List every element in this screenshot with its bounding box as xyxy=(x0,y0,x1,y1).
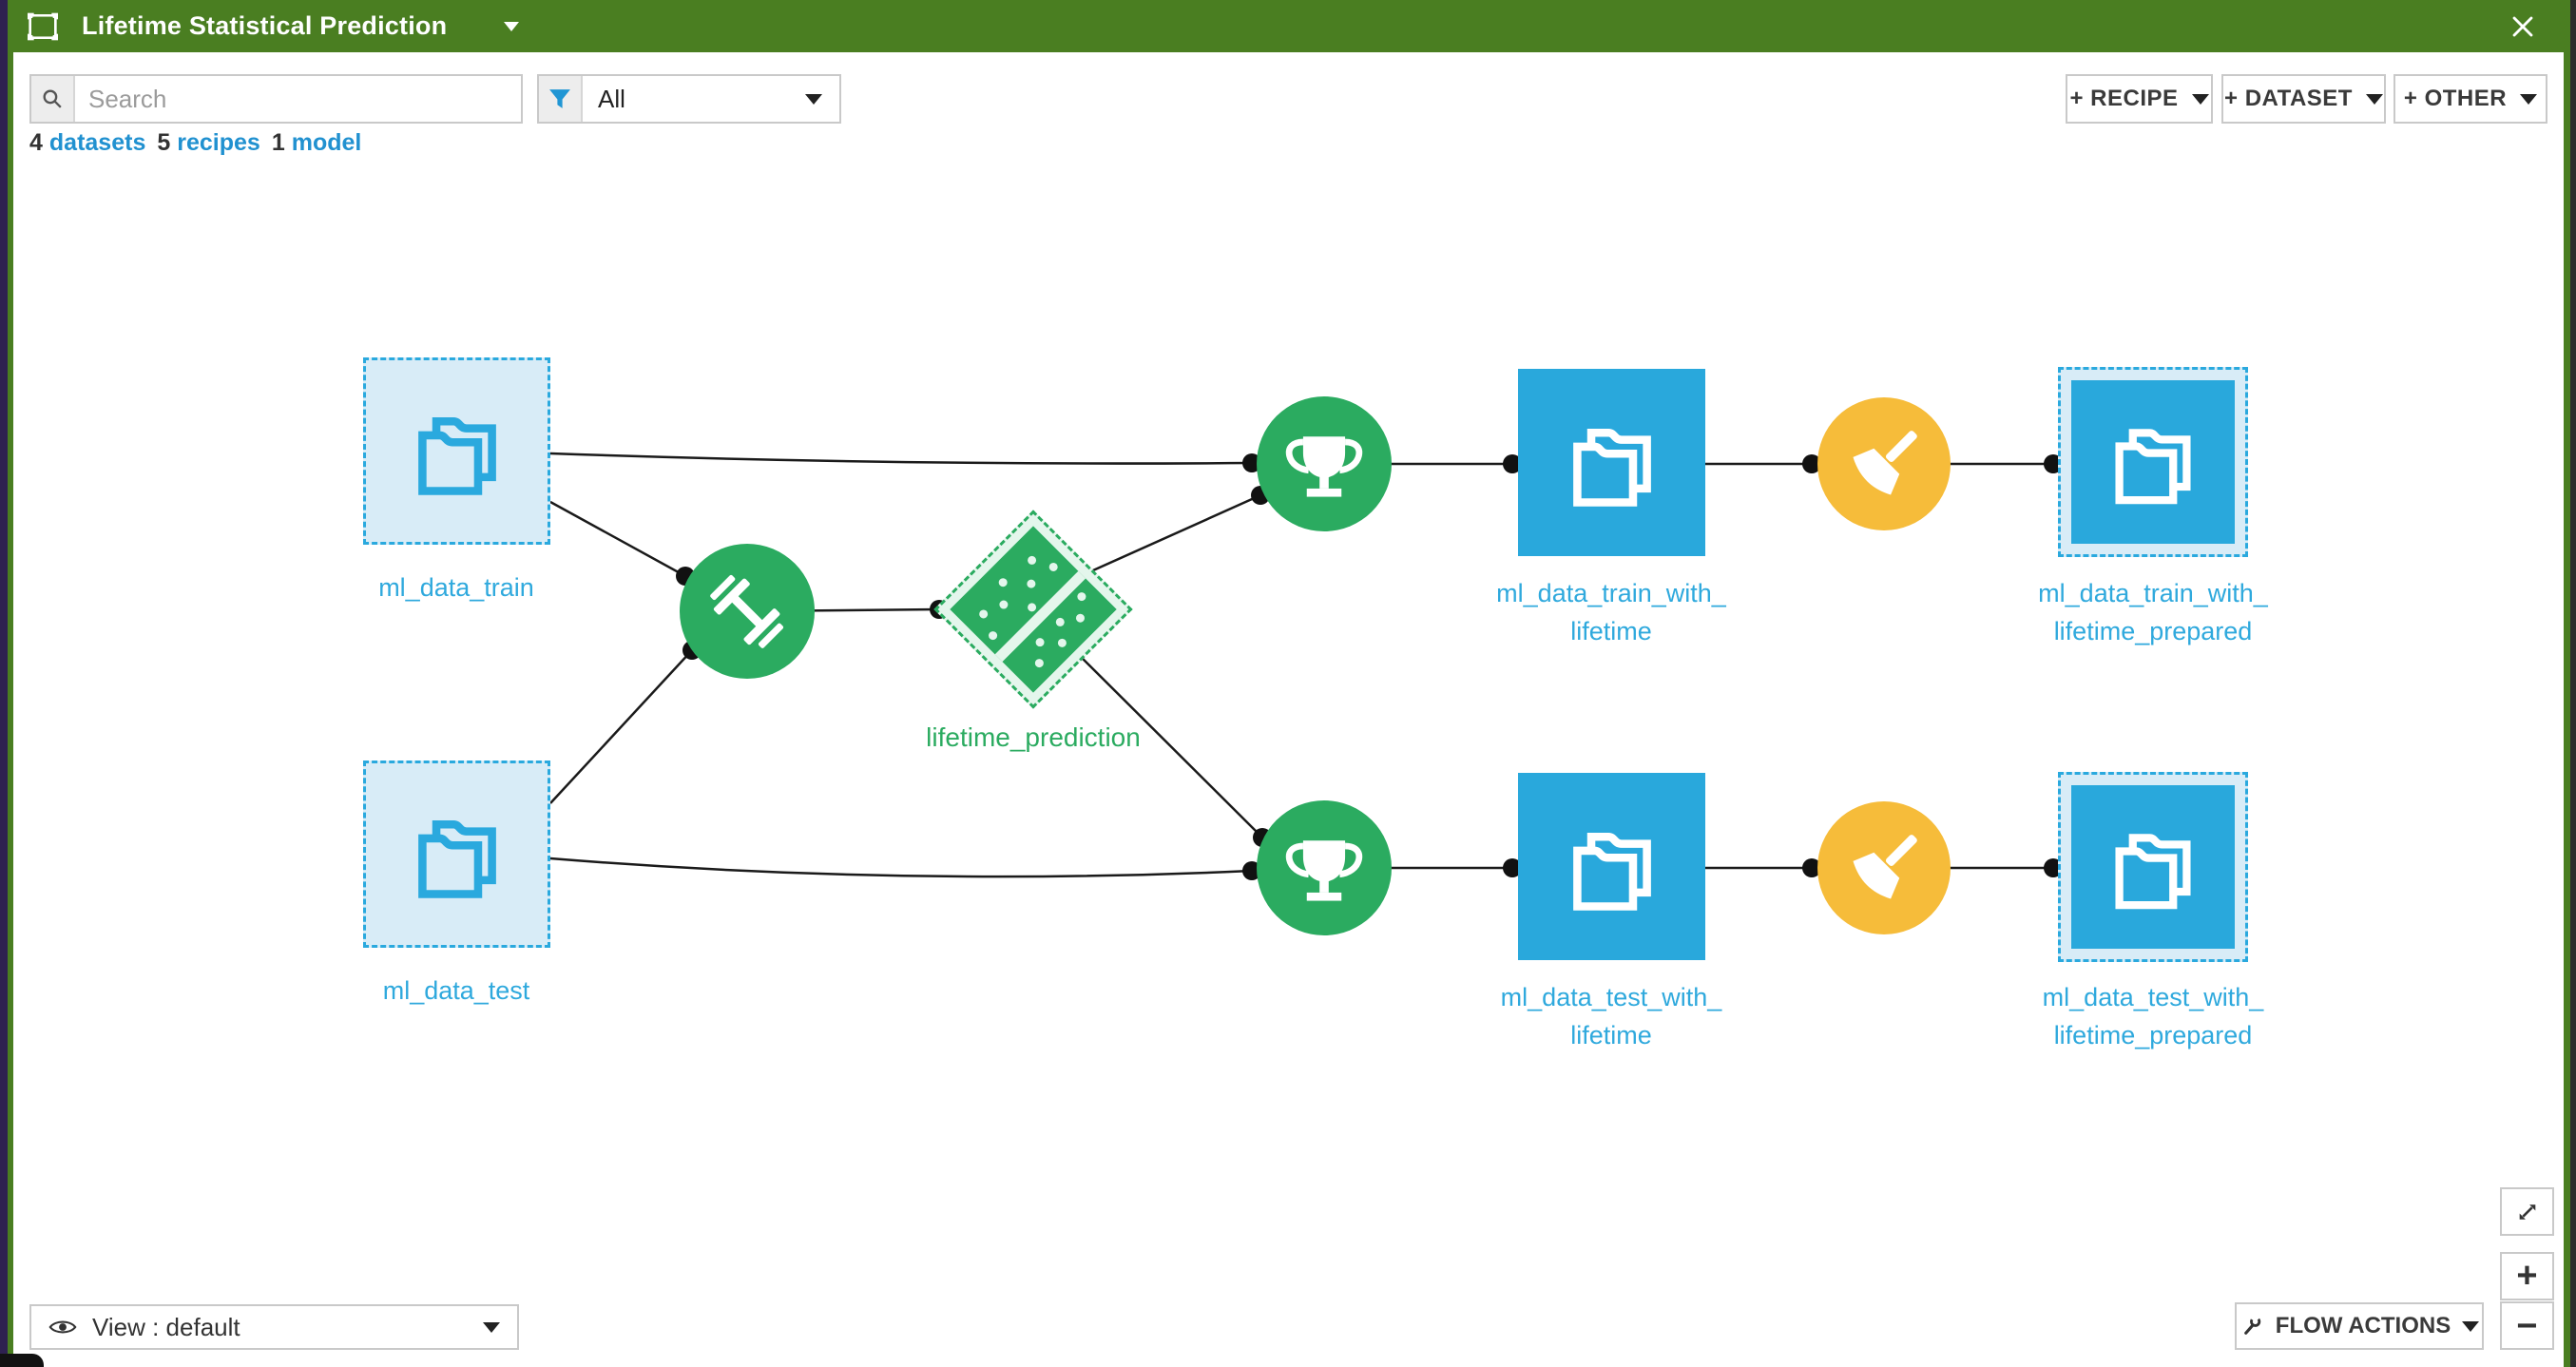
folder-icon xyxy=(1572,428,1651,507)
prepare-recipe-node-top[interactable] xyxy=(1817,397,1951,530)
dataset-label: ml_data_train_with_ lifetime xyxy=(1496,579,1726,645)
dataset-label: ml_data_train_with_ lifetime_prepared xyxy=(2038,579,2268,645)
zone-header: Lifetime Statistical Prediction xyxy=(8,0,2570,52)
score-recipe-node-top[interactable] xyxy=(1257,396,1392,531)
dataset-node-ml-data-train-with-lifetime-prepared[interactable] xyxy=(2058,367,2248,557)
folder-icon xyxy=(417,416,496,495)
view-label: View : default xyxy=(92,1312,240,1341)
dumbbell-icon xyxy=(710,574,784,648)
search-icon xyxy=(31,76,75,122)
expand-icon xyxy=(2519,1203,2535,1220)
prepare-recipe-node-bottom[interactable] xyxy=(1817,801,1951,934)
chevron-down-icon xyxy=(2191,93,2209,105)
broom-icon xyxy=(1853,835,1917,899)
dataset-node-ml-data-test-with-lifetime-prepared[interactable] xyxy=(2058,772,2248,962)
plus-icon: + xyxy=(2516,1256,2538,1296)
add-dataset-button[interactable]: + DATASET xyxy=(2221,74,2386,124)
chevron-down-icon xyxy=(2365,93,2383,105)
view-selector[interactable]: View : default xyxy=(29,1304,519,1350)
filter-value: All xyxy=(598,84,625,113)
window-edge-left xyxy=(0,0,8,1367)
folder-icon xyxy=(2115,429,2191,505)
search-bar xyxy=(29,74,523,124)
trophy-icon xyxy=(1285,436,1363,497)
flow-zone-icon xyxy=(28,12,58,40)
chevron-down-icon xyxy=(2520,93,2538,105)
zone-border-right xyxy=(2564,0,2570,1367)
folder-icon xyxy=(2115,834,2191,910)
train-recipe-node[interactable] xyxy=(680,544,815,679)
dataset-node-ml-data-test-with-lifetime[interactable] xyxy=(1518,773,1705,960)
dataset-label: ml_data_train xyxy=(378,573,534,602)
dataset-label: ml_data_test_with_ lifetime xyxy=(1500,983,1722,1049)
add-other-button[interactable]: + OTHER xyxy=(2393,74,2547,124)
filter-dropdown[interactable]: All xyxy=(537,74,841,124)
folder-icon xyxy=(417,819,496,898)
zoom-in-button[interactable]: + xyxy=(2500,1252,2554,1300)
window-edge-right xyxy=(2570,0,2576,1367)
trophy-icon xyxy=(1285,840,1363,901)
window-corner xyxy=(0,1354,44,1367)
score-recipe-node-bottom[interactable] xyxy=(1257,800,1392,935)
model-label: lifetime_prediction xyxy=(926,722,1141,752)
close-icon[interactable] xyxy=(2508,11,2538,42)
chevron-down-icon xyxy=(2462,1320,2480,1332)
broom-icon xyxy=(1853,431,1917,495)
chevron-down-icon[interactable] xyxy=(504,21,520,31)
wrench-icon xyxy=(2243,1316,2261,1335)
model-link[interactable]: model xyxy=(291,129,362,156)
dataset-node-ml-data-train[interactable] xyxy=(363,357,550,545)
model-scatter-icon xyxy=(950,526,1117,693)
model-node-lifetime-prediction[interactable] xyxy=(933,510,1133,709)
datasets-link[interactable]: datasets xyxy=(48,129,146,156)
chevron-down-icon xyxy=(483,1321,500,1333)
recipes-link[interactable]: recipes xyxy=(177,129,260,156)
search-input[interactable] xyxy=(75,76,521,122)
eye-icon xyxy=(48,1320,77,1334)
dataset-label: ml_data_test_with_ lifetime_prepared xyxy=(2042,983,2264,1049)
dataset-node-ml-data-train-with-lifetime[interactable] xyxy=(1518,369,1705,556)
flow-actions-button[interactable]: FLOW ACTIONS xyxy=(2235,1302,2484,1350)
dataset-label: ml_data_test xyxy=(382,976,530,1005)
chevron-down-icon xyxy=(805,93,822,105)
filter-funnel-icon xyxy=(539,76,583,122)
zoom-out-button[interactable]: − xyxy=(2500,1301,2554,1350)
add-recipe-button[interactable]: + RECIPE xyxy=(2066,74,2213,124)
folder-icon xyxy=(1572,832,1651,911)
zone-title: Lifetime Statistical Prediction xyxy=(82,11,448,40)
fit-to-screen-button[interactable] xyxy=(2500,1187,2554,1236)
zone-border-left xyxy=(8,0,13,1367)
dataset-node-ml-data-test[interactable] xyxy=(363,761,550,948)
